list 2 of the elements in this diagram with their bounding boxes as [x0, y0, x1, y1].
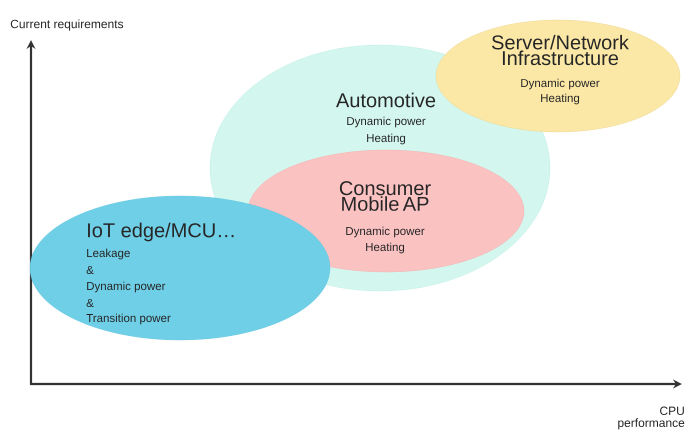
axis-label: Current requirements — [10, 19, 124, 31]
axis-label: CPU performance — [618, 406, 684, 430]
